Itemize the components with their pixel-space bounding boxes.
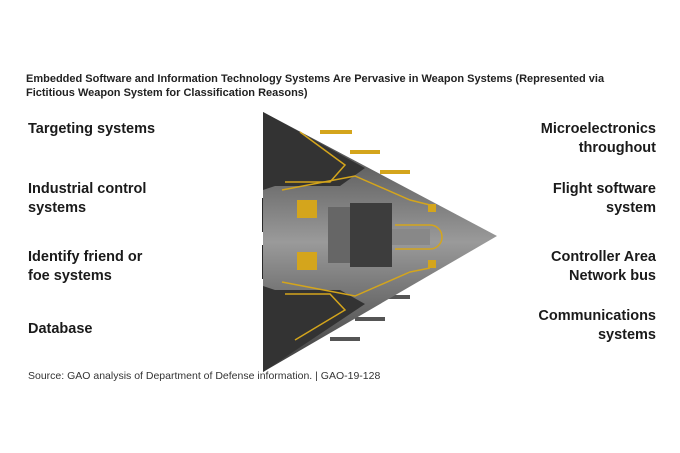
- core-block: [350, 203, 392, 267]
- circuit-lines: [281, 131, 443, 341]
- sensor-pad: [428, 204, 436, 212]
- label-identify-friend-or-foe: Identify friend or foe systems: [28, 249, 143, 284]
- label-database: Database: [28, 321, 93, 337]
- label-targeting-systems: Targeting systems: [28, 121, 156, 137]
- chip-icon: [297, 200, 317, 218]
- connector-lines: [100, 129, 540, 332]
- wing-top: [263, 112, 365, 190]
- source-note: Source: GAO analysis of Department of De…: [28, 370, 381, 382]
- fins: [320, 130, 410, 341]
- sensor-pad: [428, 260, 436, 268]
- label-can-bus: Controller Area Network bus: [550, 249, 656, 284]
- figure-title: Embedded Software and Information Techno…: [26, 73, 605, 99]
- core-shaft: [392, 229, 430, 245]
- label-communications: Communications systems: [538, 308, 656, 343]
- label-microelectronics: Microelectronics throughout: [540, 121, 656, 156]
- label-flight-software: Flight software system: [552, 181, 656, 216]
- label-industrial-control-systems: Industrial control systems: [28, 181, 147, 216]
- chip-icon: [297, 252, 317, 270]
